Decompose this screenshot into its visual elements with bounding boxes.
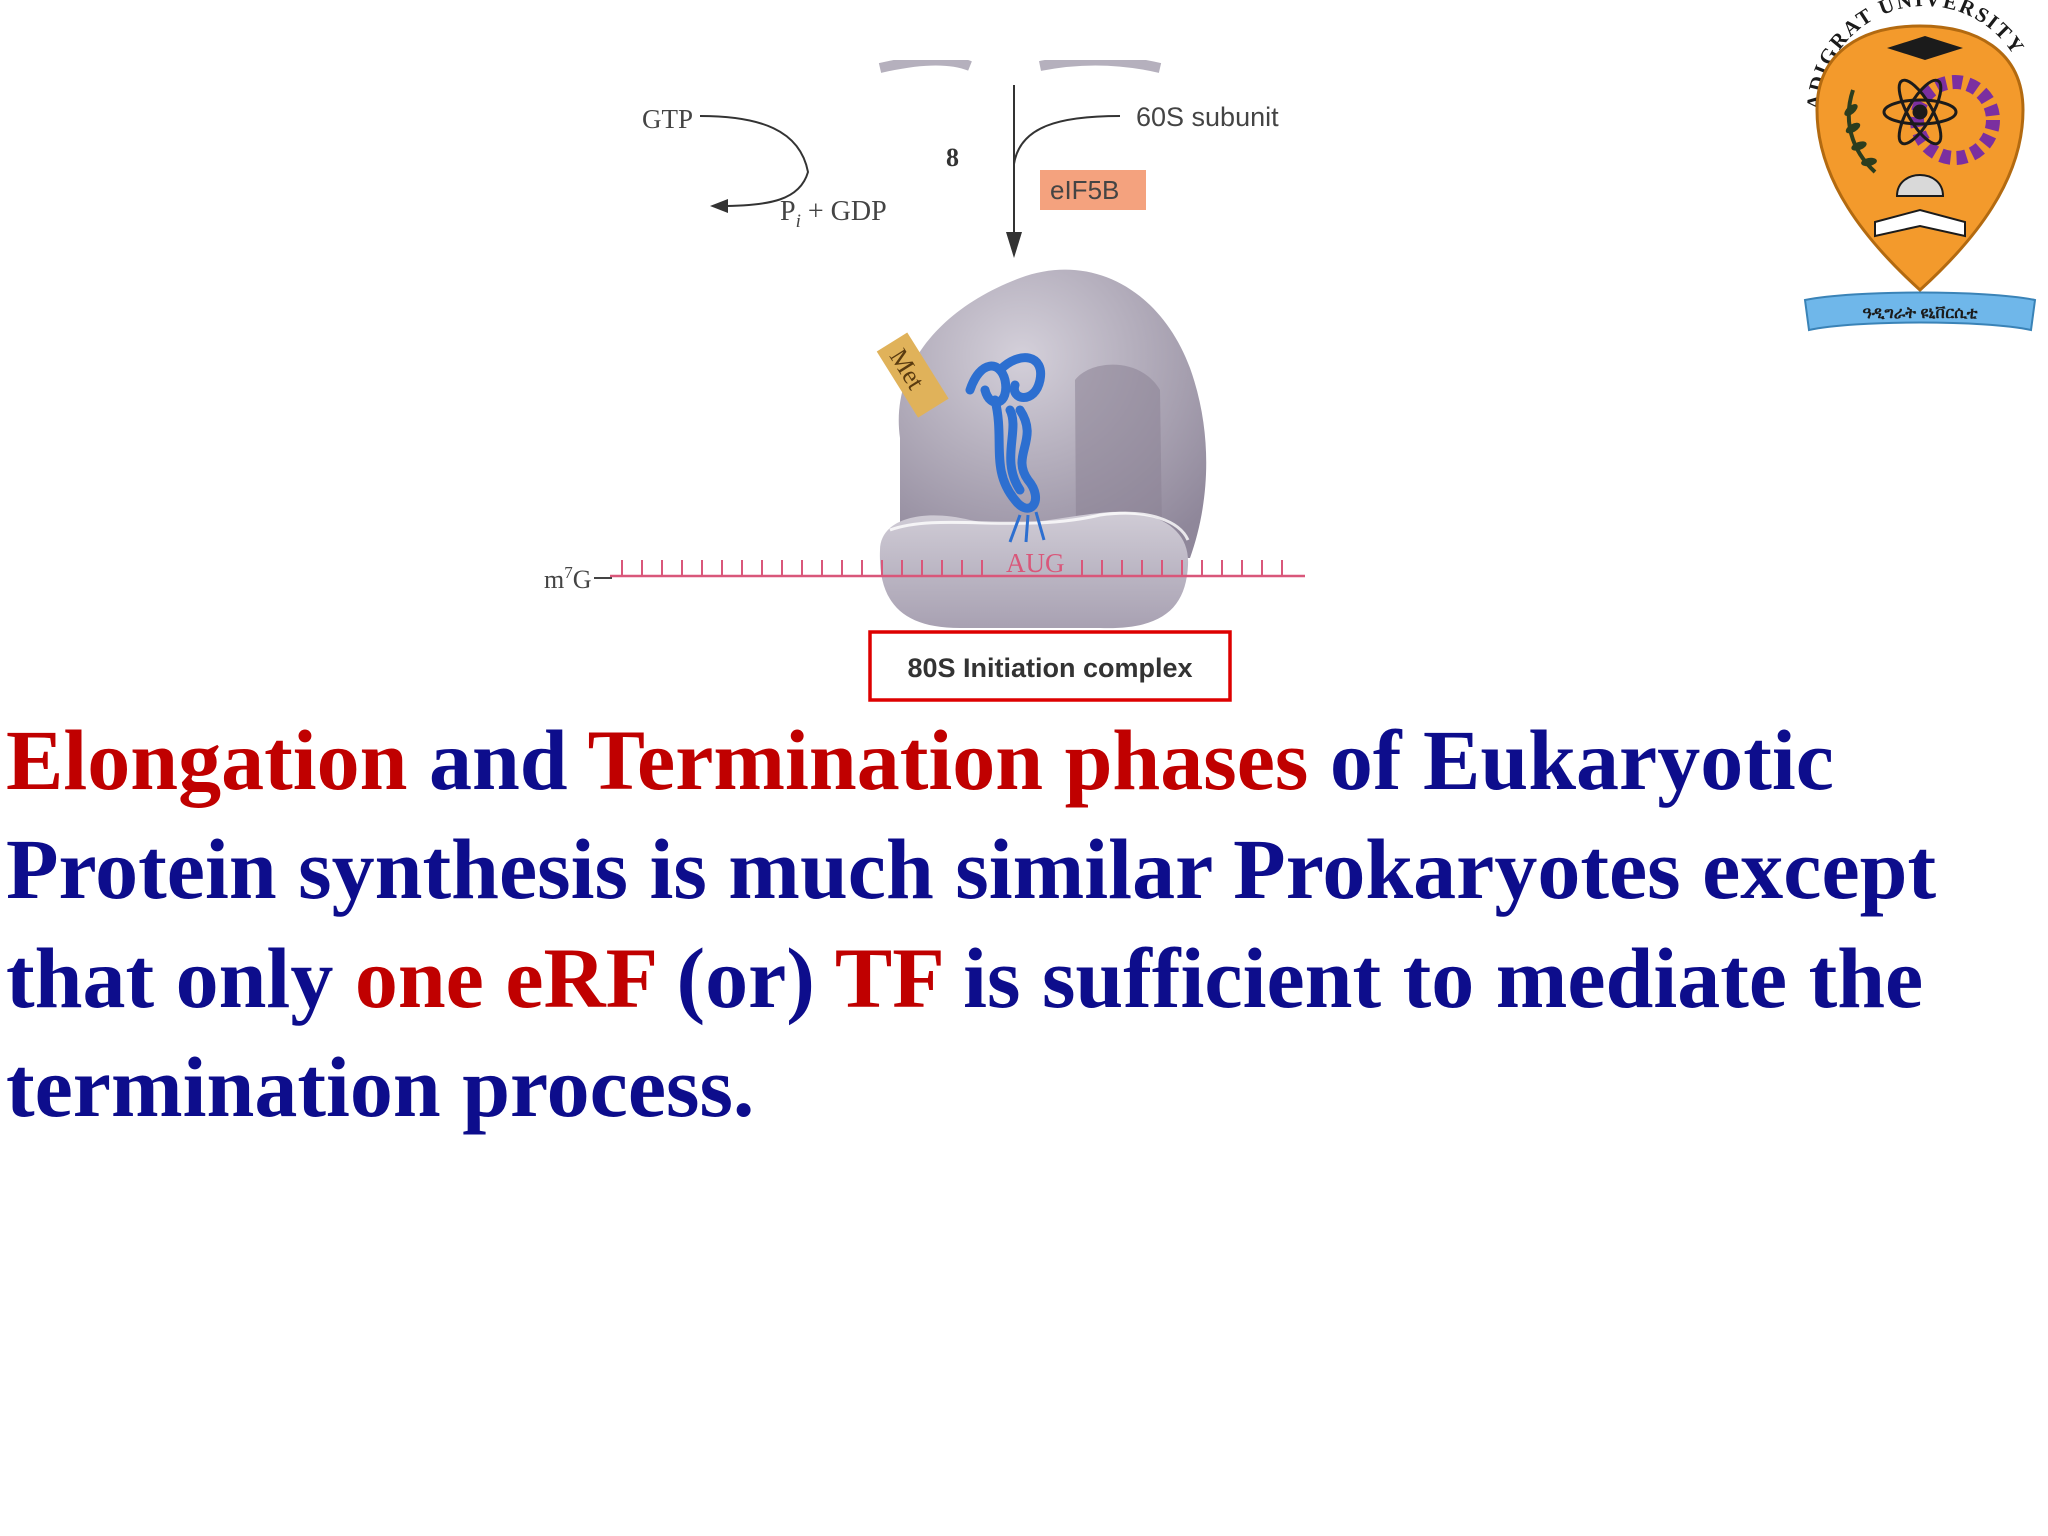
aug-codon-label: AUG — [1006, 548, 1065, 578]
subunit-arrow-curve — [1013, 115, 1121, 165]
university-logo: ADIGRAT UNIVERSITY ዓዲግራት ዩኒቨርሲቲ — [1802, 0, 2037, 332]
pi-label: Pi + GDP — [780, 196, 887, 232]
mrna-ticks — [621, 560, 1283, 576]
body-text: Elongation and Termination phases of Euk… — [6, 706, 2046, 1142]
highlight-segment: Elongation — [6, 712, 408, 808]
body-line-4: termination process. — [6, 1039, 755, 1135]
highlight-segment: one eRF — [354, 930, 655, 1026]
text-segment: that only — [6, 930, 355, 1026]
cap-label: m7G — [544, 563, 592, 594]
laurel-leaves — [1844, 104, 1877, 167]
body-line-2: Protein synthesis is much similar Prokar… — [6, 821, 1937, 917]
dome-icon — [1895, 174, 1945, 197]
text-segment: (or) — [654, 930, 835, 1026]
subunit-interface — [889, 511, 1190, 541]
text-segment: and — [407, 712, 588, 808]
text-segment: is sufficient to mediate the — [941, 930, 1924, 1026]
book-icon — [1874, 208, 1966, 238]
subunit-label: 60S subunit — [1136, 102, 1279, 132]
body-line-1: Elongation and Termination phases of Euk… — [6, 712, 1834, 808]
eif5b-label: eIF5B — [1050, 175, 1119, 205]
initiator-trna — [965, 353, 1046, 513]
step-number: 8 — [946, 143, 959, 172]
atom-icon — [1882, 78, 1958, 146]
main-arrow-head — [1006, 232, 1022, 258]
highlight-segment: TF — [834, 930, 942, 1026]
logo-ribbon — [1803, 291, 2037, 332]
met-tag: Met — [876, 332, 949, 418]
subunit-groove — [1075, 364, 1162, 530]
body-line-3: that only one eRF (or) TF is sufficient … — [6, 930, 1923, 1026]
eif5b-box — [1040, 170, 1146, 210]
graduation-cap-icon — [1887, 36, 1963, 60]
logo-shield — [1815, 24, 2025, 293]
complex-label: 80S Initiation complex — [907, 653, 1192, 683]
logo-ribbon-text: ዓዲግራት ዩኒቨርሲቲ — [1862, 305, 1977, 322]
gdp-arrow-head — [710, 199, 728, 213]
logo-gear — [1910, 75, 2000, 165]
anticodon-lines — [1008, 511, 1046, 543]
highlight-segment: Termination phases — [587, 712, 1309, 808]
complex-highlight-box — [868, 630, 1232, 702]
text-segment: of Eukaryotic — [1308, 712, 1834, 808]
previous-complex-edge — [878, 60, 1162, 73]
initiation-diagram: GTP 8 Pi + GDP 60S subunit eIF5B Met — [544, 60, 1305, 702]
small-subunit — [879, 511, 1189, 629]
gtp-arrow-curve — [699, 115, 810, 207]
gtp-label: GTP — [642, 104, 693, 134]
